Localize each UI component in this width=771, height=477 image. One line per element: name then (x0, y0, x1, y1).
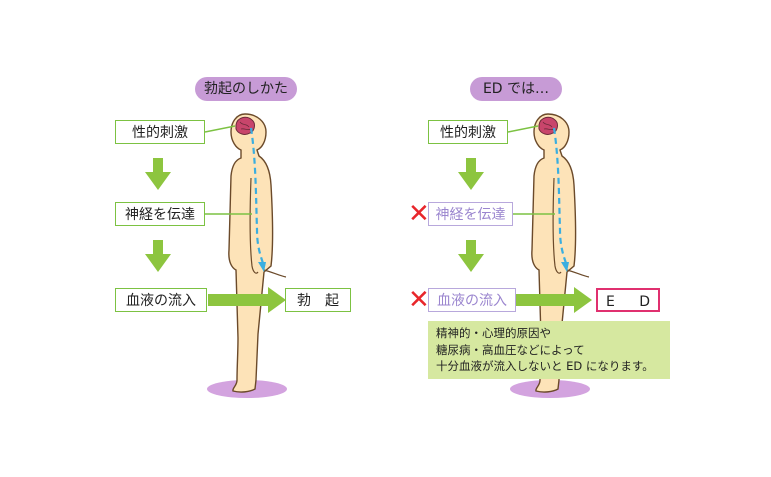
down-arrow-icon (458, 158, 484, 190)
x-mark-icon: ✕ (408, 285, 430, 315)
down-arrow-icon (145, 158, 171, 190)
connector-line (204, 125, 236, 133)
note-line: 十分血液が流入しないと ED になります。 (436, 359, 654, 373)
step-nerve-transmission-ed: 神経を伝達 (428, 202, 513, 226)
x-mark-icon: ✕ (408, 199, 430, 229)
down-arrow-icon (145, 240, 171, 272)
step-sexual-stimulus-ed: 性的刺激 (428, 120, 508, 144)
left-panel-title: 勃起のしかた (195, 77, 297, 101)
right-panel-title: ED では… (470, 77, 562, 101)
connector-line (507, 125, 539, 133)
result-erection: 勃 起 (285, 288, 351, 312)
step-sexual-stimulus: 性的刺激 (115, 120, 205, 144)
note-line: 糖尿病・高血圧などによって (436, 342, 585, 357)
human-body-icon (205, 112, 289, 400)
ed-explanation-note: 精神的・心理的原因や 糖尿病・高血圧などによって 十分血液が流入しないと ED … (428, 321, 670, 379)
left-person (205, 112, 289, 400)
step-blood-inflow-ed: 血液の流入 (428, 288, 516, 312)
right-arrow-icon (208, 287, 286, 313)
down-arrow-icon (458, 240, 484, 272)
step-blood-inflow: 血液の流入 (115, 288, 207, 312)
result-ed: E D (596, 288, 660, 312)
step-nerve-transmission: 神経を伝達 (115, 202, 205, 226)
note-line: 精神的・心理的原因や (436, 326, 551, 340)
right-arrow-icon (516, 287, 592, 313)
